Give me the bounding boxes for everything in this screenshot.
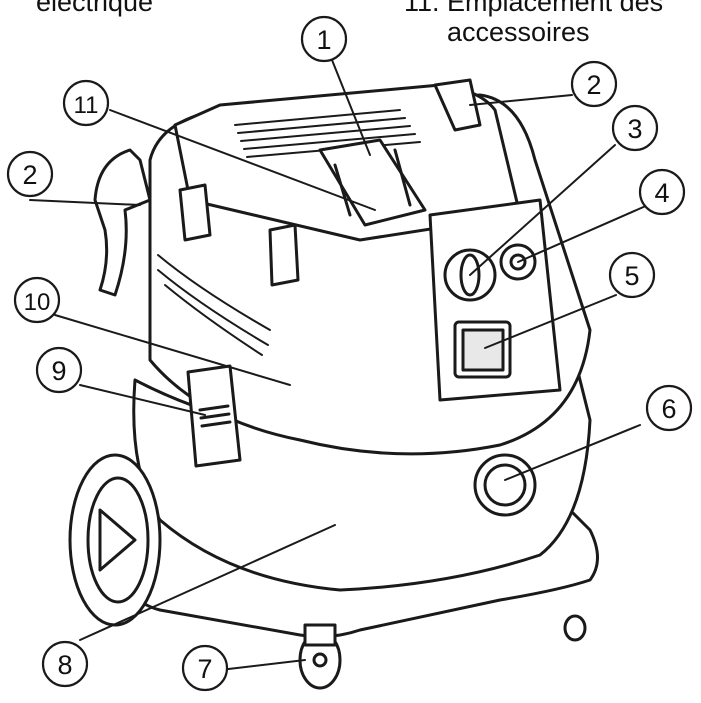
callout-6 <box>645 384 693 432</box>
callout-label-5: 5 <box>624 261 639 291</box>
callout-label-11: 11 <box>74 92 99 119</box>
caption-electrical: électrique <box>36 0 154 17</box>
callout-label-7: 7 <box>197 654 212 684</box>
hook-right <box>433 78 482 132</box>
callout-label-2-right: 2 <box>586 70 601 100</box>
caption-accessory-storage-line1: 11. Emplacement des <box>404 0 664 17</box>
callout-label-2-left: 2 <box>22 160 37 190</box>
clip-2 <box>268 223 300 287</box>
callout-5 <box>608 251 656 299</box>
callout-9 <box>35 346 83 394</box>
side-vents <box>157 254 271 356</box>
callout-label-8: 8 <box>57 650 72 680</box>
top-vents <box>234 109 421 158</box>
callout-label-9: 9 <box>51 356 66 386</box>
callout-7 <box>181 644 229 692</box>
callout-3 <box>611 104 659 152</box>
caster-right <box>563 614 587 642</box>
callout-10 <box>13 276 61 324</box>
callout-label-6: 6 <box>661 394 676 424</box>
callout-label-3: 3 <box>627 114 642 144</box>
callout-8 <box>41 640 89 688</box>
callout-label-1: 1 <box>316 25 331 55</box>
callout-2-right <box>570 60 618 108</box>
callout-1 <box>300 15 348 63</box>
caption-accessory-storage-line2: accessoires <box>447 17 590 47</box>
hook-left <box>93 148 152 297</box>
callout-11 <box>62 79 110 127</box>
callout-label-4: 4 <box>654 178 669 208</box>
clip-1 <box>178 183 212 242</box>
callout-2-left <box>6 150 54 198</box>
callout-label-10: 10 <box>24 289 51 316</box>
callout-4 <box>638 168 686 216</box>
